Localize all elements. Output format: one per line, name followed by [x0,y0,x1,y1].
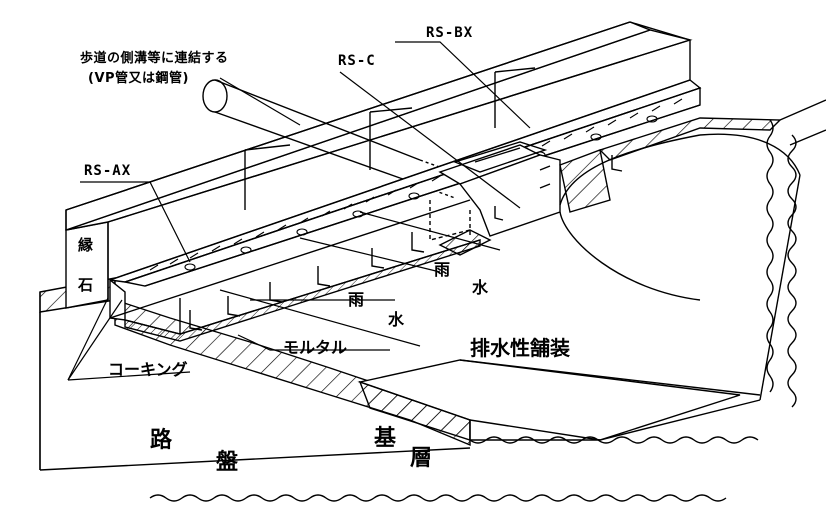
curb-label-char2: 石 [78,276,94,294]
rs-bx-label: RS-BX [426,25,474,41]
caulking-label: コーキング [108,360,188,379]
base-label-char2: 層 [410,446,433,471]
roadbed-label-char2: 盤 [216,450,239,475]
break-line-bottom [149,494,727,502]
mortar-label: モルタル [283,338,348,357]
roadbed-label-char1: 路 [150,428,173,453]
rainwater-label-2: 雨 [348,290,365,309]
drainage-pavement [357,99,826,444]
connection-pipe [202,79,471,199]
base-label-char1: 基 [374,426,397,451]
drainage-pavement-label: 排水性舗装 [470,336,570,360]
connection-note-line1: 歩道の側溝等に連結する [80,51,229,66]
water-label-1: 水 [472,278,489,297]
curb-label-char1: 縁 [78,236,94,254]
curb-stone [65,21,693,309]
mortar-layer [124,239,481,342]
rs-c-basin-box [429,141,561,241]
water-label-2: 水 [388,310,405,329]
rainwater-label-1: 雨 [434,260,451,279]
rs-c-label: RS-C [338,53,376,69]
connection-note-line2: (VP管又は鋼管) [88,71,189,86]
rs-ax-label: RS-AX [84,163,132,179]
leader-lines [67,41,531,381]
